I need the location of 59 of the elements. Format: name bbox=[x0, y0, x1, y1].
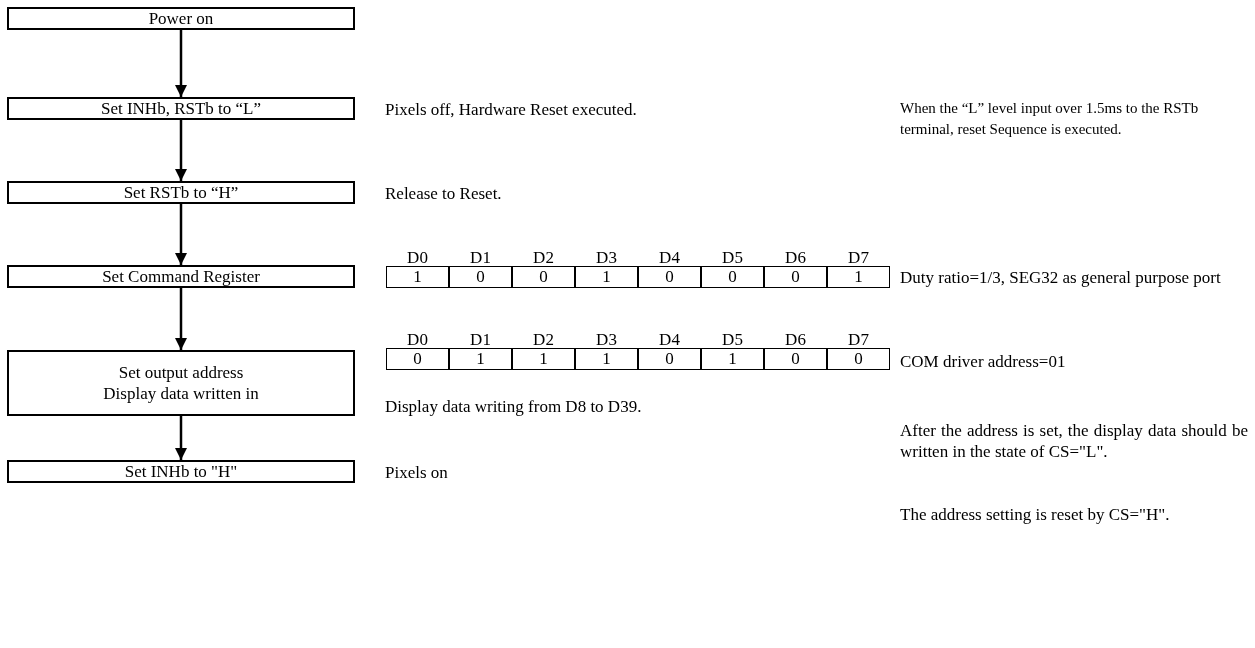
bit-cell: 0 bbox=[827, 348, 890, 370]
process-box bbox=[7, 350, 355, 416]
arrow bbox=[174, 30, 188, 97]
bit-header: D2 bbox=[532, 330, 555, 349]
bit-cell: 0 bbox=[638, 348, 701, 370]
step-label: Power on bbox=[148, 8, 214, 29]
bit-header: D7 bbox=[847, 248, 870, 267]
bit-header: D7 bbox=[847, 330, 870, 349]
bit-cell: 0 bbox=[449, 266, 512, 288]
step-label: Set output address bbox=[118, 362, 244, 383]
bit-cell: 0 bbox=[764, 348, 827, 370]
bit-cell: 1 bbox=[512, 348, 575, 370]
step-label: Set INHb, RSTb to “L” bbox=[100, 98, 262, 119]
bit-header: D2 bbox=[532, 248, 555, 267]
bit-header: D1 bbox=[469, 330, 492, 349]
process-box bbox=[7, 265, 355, 288]
note-text: The address setting is reset by CS="H". bbox=[900, 504, 1171, 525]
step-label: Set Command Register bbox=[102, 266, 260, 287]
note-text: When the “L” level input over 1.5ms to the RSTb terminal, reset Sequence is executed. bbox=[900, 99, 1200, 139]
bit-header: D5 bbox=[721, 330, 744, 349]
bit-cell: 1 bbox=[701, 348, 764, 370]
step-label: Set RSTb to “H” bbox=[123, 182, 239, 203]
bit-header: D1 bbox=[469, 248, 492, 267]
bit-cell: 1 bbox=[575, 266, 638, 288]
arrow bbox=[174, 120, 188, 181]
bit-cell: 0 bbox=[512, 266, 575, 288]
bit-header: D4 bbox=[658, 330, 681, 349]
arrow bbox=[174, 204, 188, 265]
arrow bbox=[174, 416, 188, 460]
bit-cell: 1 bbox=[386, 266, 449, 288]
step-label: Display data written in bbox=[103, 383, 259, 404]
process-box bbox=[7, 97, 355, 120]
bit-header: D6 bbox=[784, 248, 807, 267]
bit-cell: 0 bbox=[701, 266, 764, 288]
bit-header: D4 bbox=[658, 248, 681, 267]
note-text: Display data writing from D8 to D39. bbox=[385, 396, 643, 417]
process-box bbox=[7, 181, 355, 204]
note-text: Pixels on bbox=[385, 462, 449, 483]
arrow bbox=[174, 288, 188, 350]
process-box bbox=[7, 7, 355, 30]
step-label: Set INHb to "H" bbox=[124, 461, 238, 482]
bit-header: D0 bbox=[406, 330, 429, 349]
bit-cell: 1 bbox=[575, 348, 638, 370]
bit-header: D6 bbox=[784, 330, 807, 349]
bit-cell: 0 bbox=[764, 266, 827, 288]
note-text: After the address is set, the display data should be written in the state of CS="L". bbox=[900, 420, 1248, 462]
bit-cell: 1 bbox=[827, 266, 890, 288]
bit-header: D3 bbox=[595, 248, 618, 267]
bit-header: D3 bbox=[595, 330, 618, 349]
note-text: Pixels off, Hardware Reset executed. bbox=[385, 99, 638, 120]
bit-header: D5 bbox=[721, 248, 744, 267]
bit-header: D0 bbox=[406, 248, 429, 267]
process-box bbox=[7, 460, 355, 483]
bit-cell: 0 bbox=[638, 266, 701, 288]
note-text: COM driver address=01 bbox=[900, 351, 1067, 372]
note-text: Release to Reset. bbox=[385, 183, 503, 204]
bit-cell: 0 bbox=[386, 348, 449, 370]
note-text: Duty ratio=1/3, SEG32 as general purpose port bbox=[900, 267, 1222, 288]
bit-cell: 1 bbox=[449, 348, 512, 370]
